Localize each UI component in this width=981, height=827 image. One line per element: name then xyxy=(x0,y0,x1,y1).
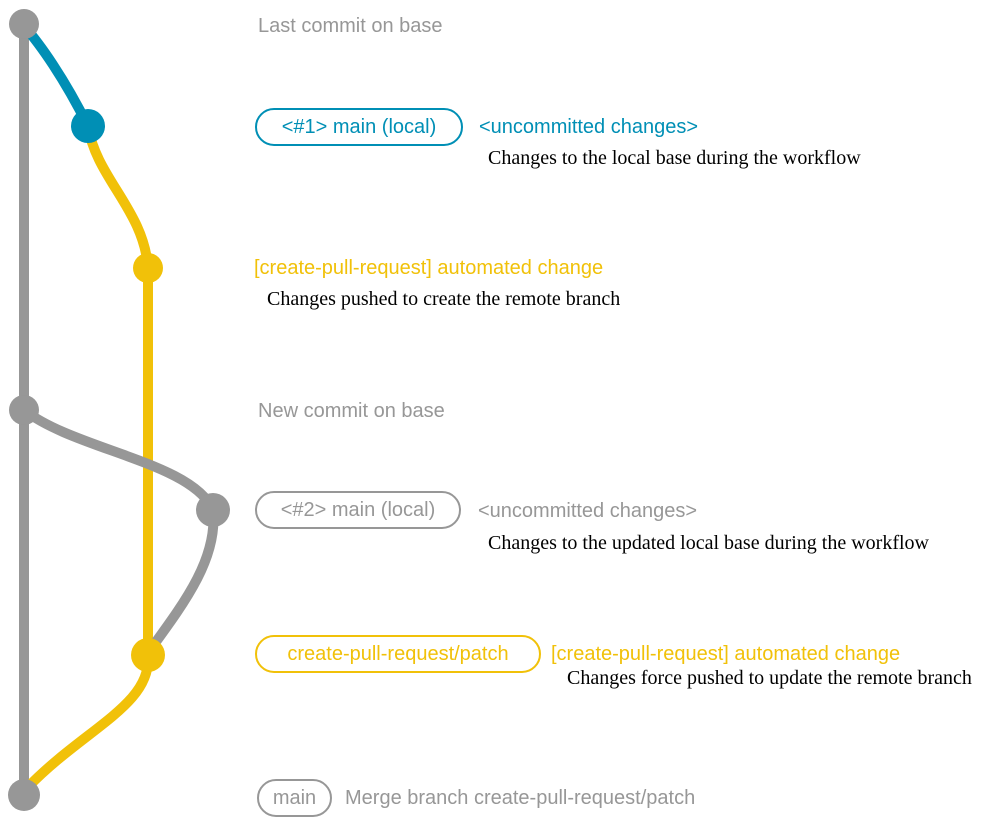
branch-tag-main: main xyxy=(257,779,332,817)
commit-description-1: Changes to the local base during the wor… xyxy=(488,147,861,169)
commit-message-automated-1: [create-pull-request] automated change xyxy=(254,257,604,279)
branch-tag-create-pull-request-patch-label: create-pull-request/patch xyxy=(287,642,509,665)
branch-tag-create-pull-request-patch: create-pull-request/patch xyxy=(255,635,541,673)
merge-curve xyxy=(22,650,154,793)
branch-tag-main-local-1: <#1> main (local) xyxy=(255,108,463,146)
local-branch-2-curve xyxy=(19,405,219,655)
commit-description-3: Changes to the updated local base during… xyxy=(488,532,929,554)
git-graph-canvas xyxy=(8,9,230,811)
last-commit-on-base-label: Last commit on base xyxy=(258,15,443,37)
local-branch-1-curve xyxy=(19,21,93,131)
remote-branch-line xyxy=(83,121,153,660)
commit-dot-last-base xyxy=(9,9,39,39)
commit-dot-local-1 xyxy=(71,109,105,143)
branch-tag-main-local-1-label: <#1> main (local) xyxy=(281,115,437,138)
commit-dot-local-2 xyxy=(196,493,230,527)
branch-tag-main-local-2-label: <#2> main (local) xyxy=(280,498,436,521)
commit-message-automated-2: [create-pull-request] automated change xyxy=(551,643,901,665)
commit-message-uncommitted-2: <uncommitted changes> xyxy=(478,500,698,522)
commit-description-2: Changes pushed to create the remote bran… xyxy=(267,288,621,310)
commit-dot-remote-2 xyxy=(131,638,165,672)
commit-message-merge: Merge branch create-pull-request/patch xyxy=(345,787,696,809)
new-commit-on-base-label: New commit on base xyxy=(258,400,445,422)
branch-tag-main-local-2: <#2> main (local) xyxy=(255,491,461,529)
commit-dot-new-base xyxy=(9,395,39,425)
commit-description-4: Changes force pushed to update the remot… xyxy=(567,667,972,689)
commit-dot-merge xyxy=(8,779,40,811)
commit-dot-remote-1 xyxy=(133,253,163,283)
commit-message-uncommitted-1: <uncommitted changes> xyxy=(479,116,699,138)
branch-tag-main-label: main xyxy=(272,786,317,809)
